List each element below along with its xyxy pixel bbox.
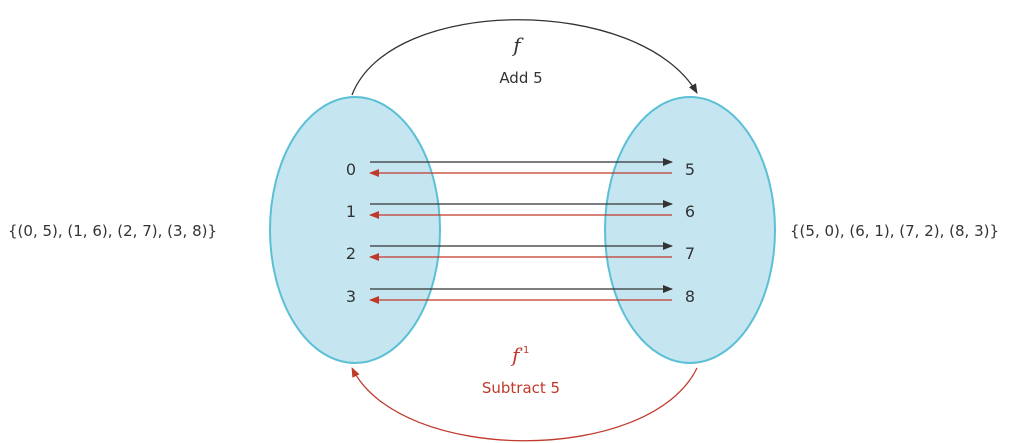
- domain-value-2: 2: [346, 244, 356, 263]
- range-value-8: 8: [685, 287, 695, 306]
- function-curve-arrow: [351, 19, 698, 96]
- domain-set-ellipse: [269, 96, 441, 364]
- range-value-5: 5: [685, 160, 695, 179]
- inverse-curve-arrow: [351, 367, 698, 442]
- ordered-pairs-function: {(0, 5), (1, 6), (2, 7), (3, 8)}: [8, 222, 217, 240]
- range-value-6: 6: [685, 202, 695, 221]
- ordered-pairs-inverse: {(5, 0), (6, 1), (7, 2), (8, 3)}: [790, 222, 999, 240]
- domain-value-0: 0: [346, 160, 356, 179]
- domain-value-1: 1: [346, 202, 356, 221]
- inverse-name: f-1: [510, 343, 529, 367]
- range-value-7: 7: [685, 244, 695, 263]
- function-name: f: [511, 33, 524, 57]
- range-set-ellipse: [604, 96, 776, 364]
- domain-value-3: 3: [346, 287, 356, 306]
- inverse-rule: Subtract 5: [482, 379, 560, 397]
- function-rule: Add 5: [499, 69, 542, 87]
- mapping-rows: 0 5 1 6 2 7 3 8: [346, 158, 695, 306]
- inverse-superscript: -1: [519, 345, 529, 356]
